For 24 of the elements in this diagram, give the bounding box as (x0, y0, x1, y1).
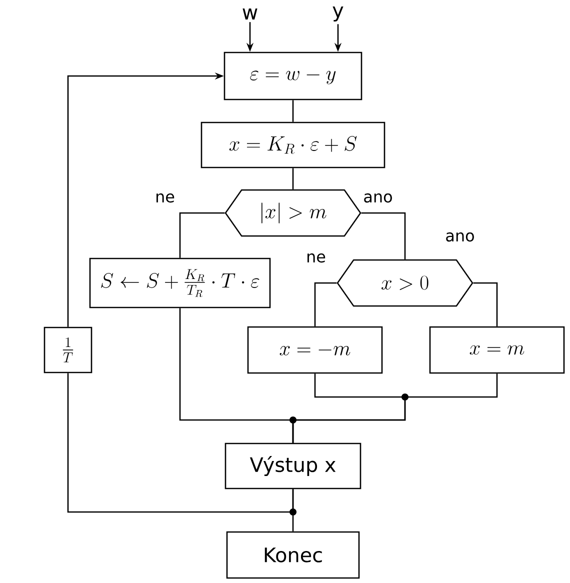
process-box: $x = K_R \cdot \varepsilon + S$ (200, 122, 386, 168)
connector-line (179, 308, 294, 443)
connector-line (314, 282, 337, 326)
process-box: $x = -m$ (247, 326, 383, 374)
connector-line (473, 282, 498, 326)
process-box: $x = m$ (429, 326, 565, 374)
decision-hexagon: $x > 0$ (336, 259, 474, 307)
edge-label: ano (444, 231, 476, 243)
input-label: y (332, 6, 344, 22)
edge-label: ne (154, 192, 176, 204)
connector-line (292, 100, 294, 122)
connector-line (67, 373, 294, 513)
process-box: $S \leftarrow S + \frac{K_R}{T_R} \cdot T \cdot \varepsilon$ (89, 258, 271, 308)
edge-label: ano (362, 192, 394, 204)
connector-line (292, 168, 294, 190)
input-label: w (242, 8, 258, 20)
edge-label: ne (305, 252, 327, 264)
connector-line (179, 212, 225, 258)
process-box: $\varepsilon = w - y$ (224, 52, 362, 100)
process-box: Výstup x (224, 442, 362, 490)
delay-box: $\frac{1}{T}$ (44, 326, 92, 374)
process-box: Konec (226, 531, 360, 579)
connector-line (361, 212, 406, 260)
decision-hexagon: $|x| > m$ (224, 189, 362, 237)
